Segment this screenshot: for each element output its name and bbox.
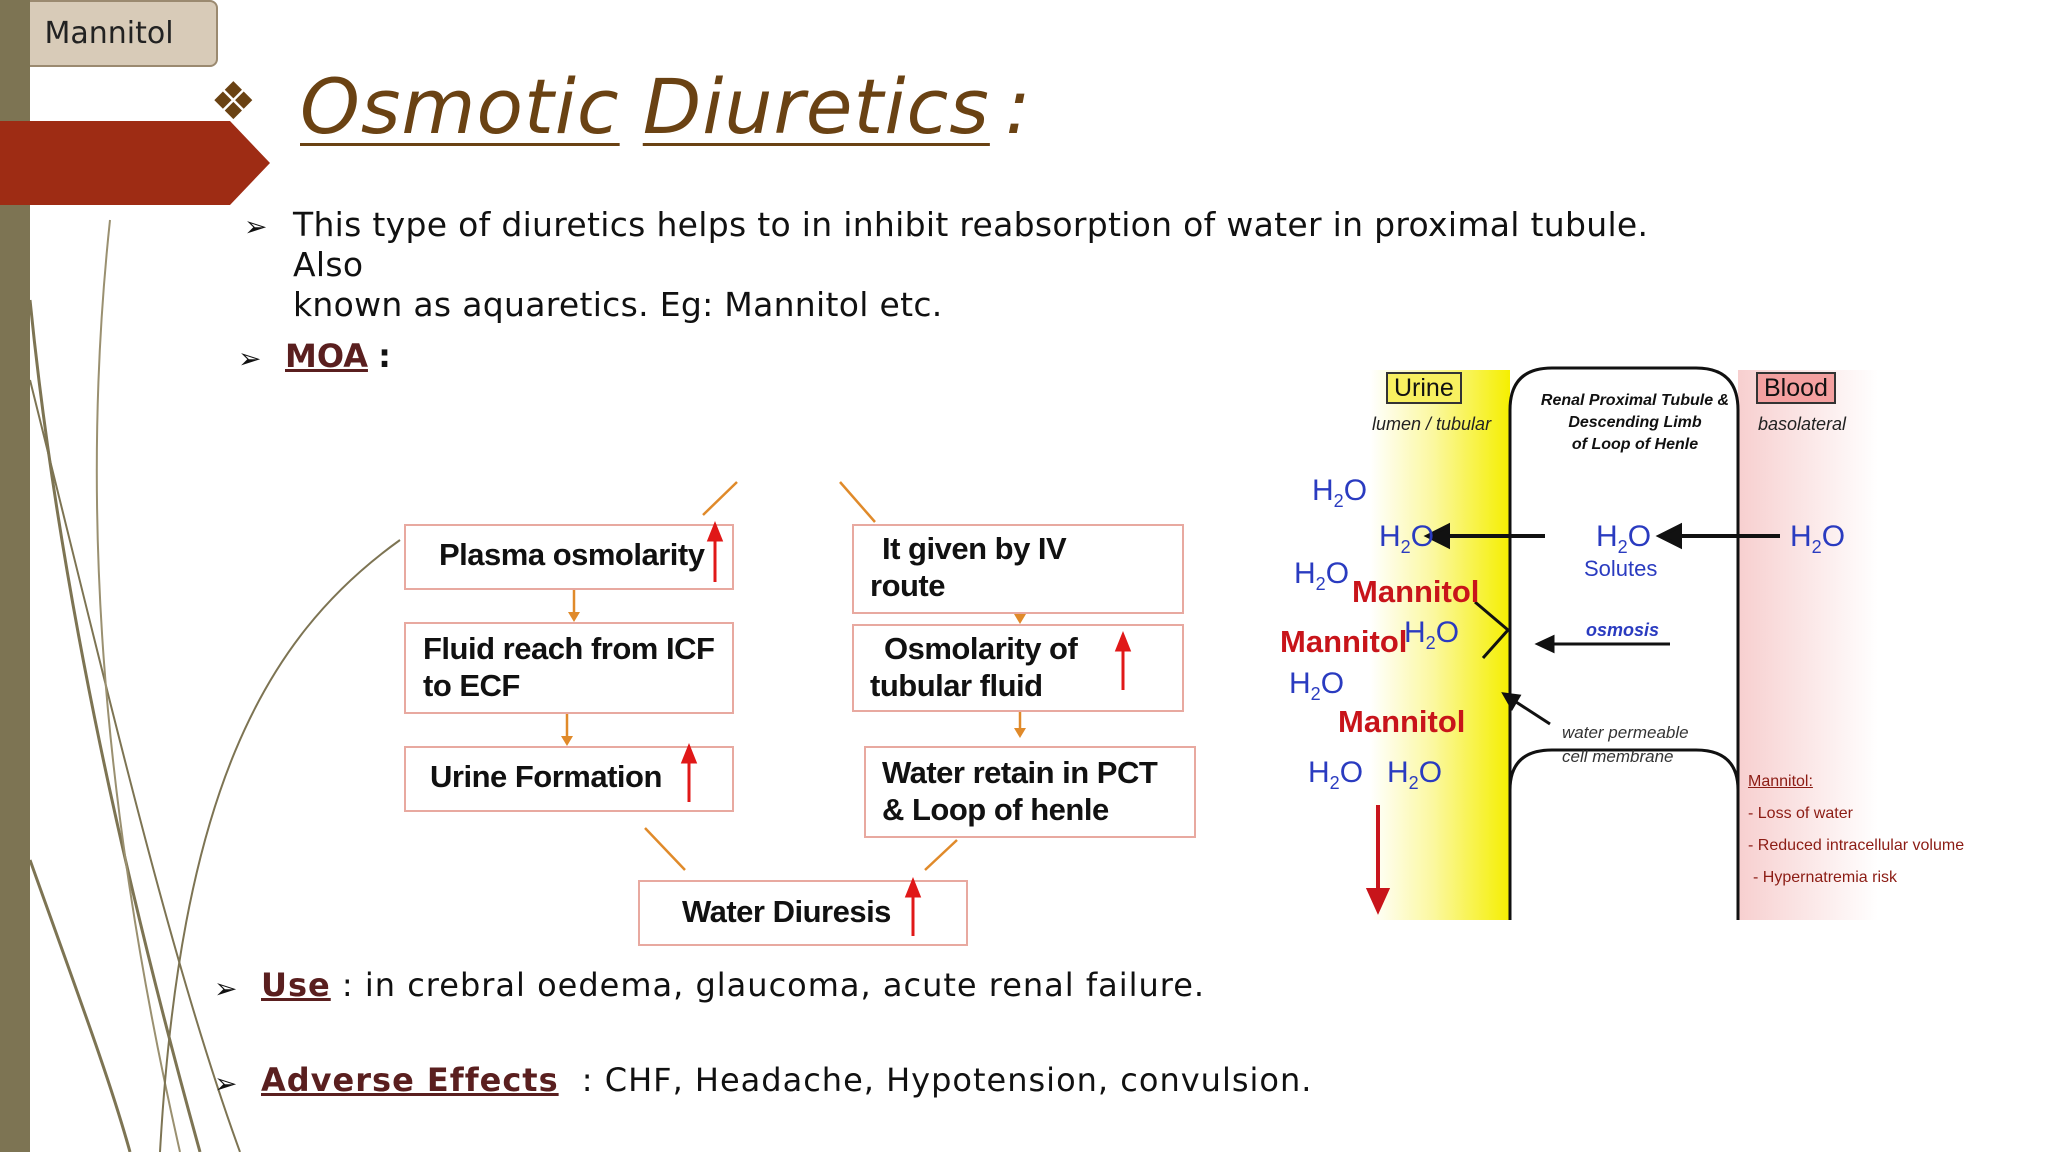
- blood-tag: Blood: [1756, 372, 1836, 404]
- flow-right-3-line2: & Loop of henle: [882, 792, 1109, 827]
- use-text: : in crebral oedema, glaucoma, acute ren…: [341, 966, 1206, 1004]
- effects-item: - Loss of water: [1748, 805, 1853, 822]
- h2o-label: H2O: [1379, 520, 1435, 557]
- intro-line-2: known as aquaretics. Eg: Mannitol etc.: [293, 285, 943, 324]
- adverse-line: Adverse Effects : CHF, Headache, Hypoten…: [261, 1061, 1312, 1099]
- flow-left-2-line1: Fluid reach from ICF: [423, 631, 715, 666]
- flow-left-2-line2: to ECF: [423, 668, 520, 703]
- effects-title: Mannitol:: [1748, 773, 1813, 790]
- page-title: Osmotic Diuretics :: [300, 62, 1031, 151]
- h2o-label: H2O: [1790, 520, 1846, 557]
- arrow-bullet-icon: ➢: [238, 342, 262, 375]
- h2o-label: H2O: [1596, 520, 1652, 557]
- flow-left-1: Plasma osmolarity: [404, 524, 734, 590]
- solutes-label: Solutes: [1584, 556, 1658, 581]
- h2o-label: H2O: [1289, 667, 1345, 704]
- h2o-label: H2O: [1387, 756, 1443, 793]
- title-word-2: Diuretics: [642, 62, 990, 151]
- membrane-line2: cell membrane: [1562, 747, 1674, 766]
- tubule-title: Renal Proximal Tubule & Descending Limb …: [1525, 390, 1745, 456]
- moa-label: MOA: [285, 337, 368, 375]
- effects-item: - Reduced intracellular volume: [1748, 837, 1965, 854]
- flow-bottom-label: Water Diuresis: [682, 894, 891, 929]
- urine-tag-label: Urine: [1386, 372, 1462, 404]
- tubule-title-line2: Descending Limb: [1568, 414, 1702, 431]
- tubule-title-line3: of Loop of Henle: [1571, 436, 1699, 453]
- h2o-label: H2O: [1312, 474, 1368, 511]
- red-banner: [0, 121, 270, 205]
- effects-item: - Hypernatremia risk: [1753, 869, 1898, 886]
- flow-right-2: Osmolarity of tubular fluid: [852, 624, 1184, 712]
- intro-line-1: This type of diuretics helps to in inhib…: [293, 205, 1649, 284]
- blood-region: [1738, 370, 1878, 920]
- flow-left-3-label: Urine Formation: [430, 759, 662, 794]
- mannitol-label: Mannitol: [1338, 704, 1466, 739]
- flow-left-2: Fluid reach from ICF to ECF: [404, 622, 734, 714]
- flow-right-3: Water retain in PCT & Loop of henle: [864, 746, 1196, 838]
- osmosis-label: osmosis: [1586, 620, 1660, 640]
- mannitol-label: Mannitol: [1352, 574, 1480, 609]
- flow-right-1-line1: It given by IV: [882, 531, 1067, 566]
- use-line: Use : in crebral oedema, glaucoma, acute…: [261, 966, 1205, 1004]
- up-arrow-icon: [1114, 630, 1132, 690]
- up-arrow-icon: [680, 742, 698, 802]
- title-word-1: Osmotic: [300, 62, 620, 151]
- blood-sub-label: basolateral: [1758, 414, 1847, 434]
- arrow-bullet-icon: ➢: [214, 972, 238, 1005]
- tubule-diagram: [1365, 366, 1878, 920]
- intro-paragraph: This type of diuretics helps to in inhib…: [293, 205, 1713, 325]
- adverse-text: : CHF, Headache, Hypotension, convulsion…: [581, 1061, 1313, 1099]
- tubule-title-line1: Renal Proximal Tubule &: [1540, 392, 1730, 409]
- use-label: Use: [261, 966, 331, 1004]
- flow-left-1-label: Plasma osmolarity: [439, 537, 705, 572]
- moa-colon: :: [378, 337, 391, 375]
- urine-sub-label: lumen / tubular: [1372, 414, 1492, 434]
- up-arrow-icon: [706, 520, 724, 582]
- flow-up-arrows: [680, 520, 1132, 936]
- urine-tag: Urine: [1386, 372, 1462, 404]
- up-arrow-icon: [904, 876, 922, 936]
- h2o-label: H2O: [1308, 756, 1364, 793]
- moa-heading: MOA :: [285, 337, 391, 375]
- flow-right-2-line2: tubular fluid: [870, 668, 1043, 703]
- flow-right-3-line1: Water retain in PCT: [882, 755, 1158, 790]
- membrane-label: water permeable cell membrane: [1562, 721, 1689, 769]
- arrow-bullet-icon: ➢: [244, 210, 268, 243]
- flow-root-mannitol: Mannitol: [0, 0, 218, 67]
- flow-right-1-line2: route: [870, 568, 946, 603]
- h2o-label: H2O: [1404, 616, 1460, 653]
- title-bullet-icon: ❖: [210, 72, 257, 132]
- flow-left-3: Urine Formation: [404, 746, 734, 812]
- arrow-bullet-icon: ➢: [214, 1067, 238, 1100]
- decorative-curves: [28, 219, 401, 1152]
- flow-right-2-line1: Osmolarity of: [884, 631, 1078, 666]
- mannitol-label: Mannitol: [1280, 624, 1408, 659]
- blood-tag-label: Blood: [1756, 372, 1836, 404]
- h2o-label: H2O: [1294, 557, 1350, 594]
- title-colon: :: [1004, 62, 1031, 151]
- flow-right-1: It given by IV route: [852, 524, 1184, 614]
- adverse-label: Adverse Effects: [261, 1061, 559, 1099]
- membrane-line1: water permeable: [1562, 723, 1689, 742]
- mannitol-effects-list: Mannitol: - Loss of water - Reduced intr…: [1748, 766, 1964, 894]
- urine-region: [1370, 370, 1510, 920]
